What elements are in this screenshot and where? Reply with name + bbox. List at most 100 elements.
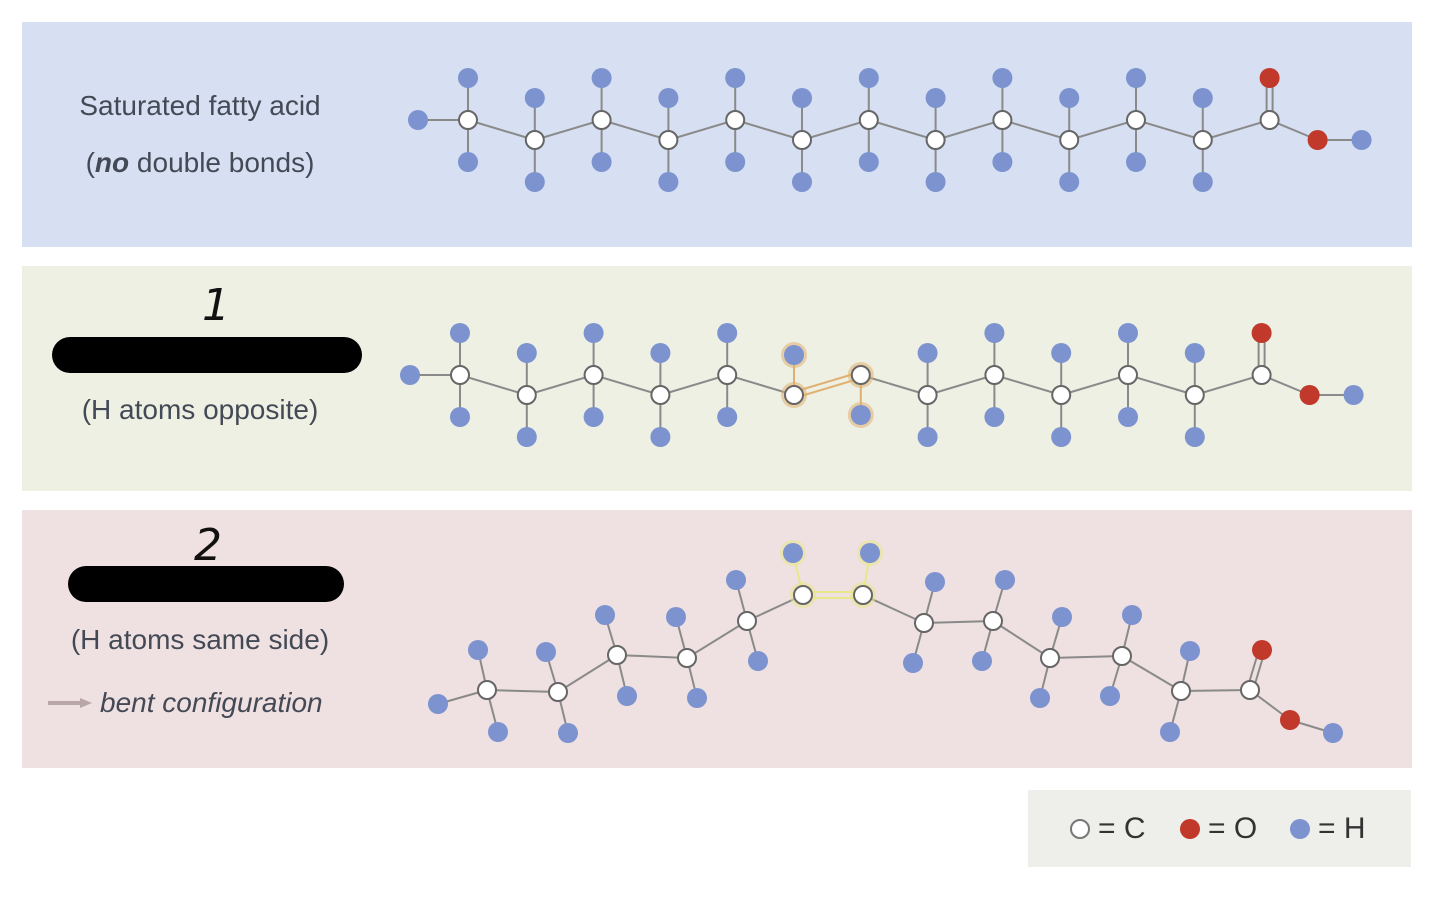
carbon-atom — [650, 385, 671, 405]
chain-bond — [1180, 689, 1251, 692]
atom-legend: = C = O = H — [1028, 790, 1411, 867]
chain-bond — [686, 620, 748, 659]
hydrogen-atom — [1160, 722, 1180, 742]
carbon-atom — [1192, 130, 1213, 150]
hydrogen-atom — [1030, 688, 1050, 708]
hydrogen-atom — [583, 407, 604, 427]
hydrogen-atom — [1118, 323, 1138, 343]
chain-bond — [927, 374, 995, 396]
chain-bond — [992, 620, 1051, 659]
hydrogen-atom — [595, 605, 615, 625]
hydrogen-atom — [558, 723, 578, 743]
hydrogen-atom — [717, 407, 738, 427]
hydrogen-atom — [458, 68, 478, 88]
hydrogen-atom — [1351, 130, 1372, 150]
hydrogen-atom — [516, 343, 537, 363]
chain-bond — [935, 119, 1003, 141]
hydrogen-atom — [408, 110, 428, 130]
legend-oxygen: = O — [1180, 812, 1257, 846]
trans-handwritten-number: 1 — [202, 280, 230, 331]
cis-redaction-mark — [68, 566, 344, 602]
hydrogen-atom — [858, 68, 879, 88]
hydrogen-atom — [1126, 68, 1146, 88]
chain-bond — [994, 374, 1062, 396]
trans-redaction-mark — [52, 337, 362, 373]
carbon-atom — [1059, 130, 1080, 150]
hydrogen-atom — [650, 427, 671, 447]
hydrogen-atom — [400, 365, 420, 385]
chain-bond — [923, 620, 994, 624]
chain-bond — [616, 654, 688, 659]
chain-bond — [467, 119, 536, 141]
carbon-atom — [477, 680, 497, 700]
chain-bond — [534, 119, 602, 141]
chain-bond — [1049, 655, 1123, 659]
carbon-atom — [1051, 385, 1072, 405]
chain-bond — [1068, 119, 1137, 141]
carbon-atom — [793, 585, 813, 605]
carbon-atom — [917, 385, 938, 405]
hydrogen-atom — [784, 345, 804, 365]
carbon-atom — [914, 613, 934, 633]
oxygen-atom — [1252, 640, 1272, 660]
chain-bond — [1121, 655, 1182, 692]
saturated-subtitle-emphasis: no — [94, 147, 130, 178]
carbon-atom — [1112, 646, 1132, 666]
chain-bond — [668, 119, 736, 141]
oxygen-atom — [1251, 323, 1272, 343]
hydrogen-atom — [1126, 152, 1146, 172]
carbon-atom — [1240, 680, 1260, 700]
carbon-atom — [984, 365, 1005, 385]
hydrogen-atom — [450, 407, 470, 427]
arrow-right-icon — [48, 698, 92, 708]
chain-bond — [557, 654, 618, 693]
hydrogen-atom — [1184, 343, 1205, 363]
carbon-atom — [737, 611, 757, 631]
hydrogen-atom — [1052, 607, 1072, 627]
hydrogen-dot-icon — [1290, 819, 1310, 839]
carbon-atom — [925, 130, 946, 150]
saturated-subtitle: (no double bonds) — [85, 147, 315, 178]
legend-hydrogen: = H — [1290, 812, 1366, 846]
hydrogen-atom — [726, 570, 746, 590]
carbon-atom — [458, 110, 478, 130]
chain-bond — [1135, 119, 1204, 141]
hydrogen-atom — [925, 572, 945, 592]
carbon-atom — [1118, 365, 1138, 385]
hydrogen-atom — [792, 172, 812, 192]
hydrogen-atom — [524, 88, 545, 108]
chain-bond — [1060, 374, 1129, 396]
chain-bond — [601, 119, 669, 141]
hydrogen-atom — [1184, 427, 1205, 447]
hydrogen-atom — [468, 640, 488, 660]
hydrogen-atom — [617, 686, 637, 706]
hydrogen-atom — [1192, 88, 1213, 108]
saturated-panel — [22, 22, 1412, 247]
carbon-atom — [583, 365, 604, 385]
chain-bond — [801, 119, 870, 141]
hydrogen-atom — [850, 405, 871, 425]
hydrogen-atom — [591, 152, 612, 172]
hydrogen-atom — [650, 343, 671, 363]
carbon-atom — [792, 130, 812, 150]
saturated-title: Saturated fatty acid — [79, 90, 321, 121]
bond-layer — [410, 78, 1362, 734]
carbon-atom — [548, 682, 568, 702]
chain-bond — [526, 374, 594, 396]
hydrogen-atom — [925, 88, 946, 108]
carbon-atom — [607, 645, 627, 665]
hydrogen-atom — [725, 68, 746, 88]
hydrogen-atom — [488, 722, 508, 742]
trans-subtitle: (H atoms opposite) — [81, 394, 319, 425]
carbon-atom — [1259, 110, 1280, 130]
hydrogen-atom — [583, 323, 604, 343]
chain-bond — [593, 374, 661, 396]
chain-bond — [459, 374, 528, 396]
hydrogen-atom — [1192, 172, 1213, 192]
oxygen-dot-icon — [1180, 819, 1200, 839]
legend-oxygen-label: = O — [1208, 812, 1258, 845]
carbon-atom — [717, 365, 738, 385]
hydrogen-atom — [524, 172, 545, 192]
hydrogen-atom — [995, 570, 1015, 590]
hydrogen-atom — [1122, 605, 1142, 625]
